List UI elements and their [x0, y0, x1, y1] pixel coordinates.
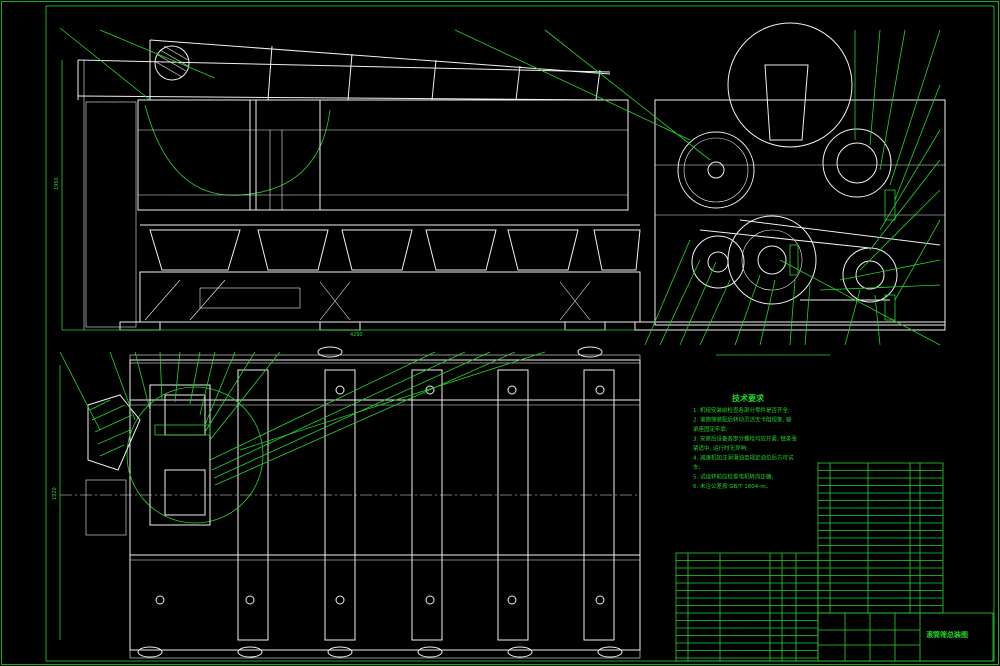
technical-notes: 技术要求 1. 机组安装前检查各部分零件是否齐全; 2. 滚筒筛装配后转动灵活无卡… — [693, 393, 797, 490]
note-line: 承座固定牢靠; — [693, 425, 728, 433]
title-block: 滚筒筛总装图 — [817, 612, 994, 662]
note-line: 4. 减速机加注润滑油至规定油位后方可试 — [693, 454, 794, 462]
note-line: 紧适中, 运行时无异响; — [693, 444, 748, 452]
svg-text:1950: 1950 — [54, 177, 60, 190]
note-line: 车; — [693, 463, 701, 471]
leader-lines — [59, 27, 941, 486]
parts-list-lower — [675, 552, 819, 662]
inlet-hatch-circle — [154, 45, 190, 81]
side-drive-view — [634, 22, 946, 356]
note-line: 2. 滚筒筛装配后转动灵活无卡阻现象, 轴 — [693, 416, 792, 424]
note-line: 6. 未注公差按 GB/T 1804-m。 — [693, 482, 771, 490]
plan-view: 1920 — [52, 346, 641, 659]
drawing-title: 滚筒筛总装图 — [926, 630, 968, 639]
inner-frame — [45, 5, 995, 662]
note-line: 5. 试运转前应检查电机转向正确; — [693, 473, 773, 481]
note-line: 3. 安装后设备各部分螺栓均应拧紧, 链条张 — [693, 435, 797, 443]
svg-text:1920: 1920 — [52, 487, 58, 500]
parts-list-upper — [817, 462, 944, 614]
svg-text:4290: 4290 — [350, 332, 363, 338]
notes-lines: 1. 机组安装前检查各部分零件是否齐全; 2. 滚筒筛装配后转动灵活无卡阻现象, … — [693, 406, 797, 490]
notes-title: 技术要求 — [732, 393, 765, 403]
front-elevation-view: 1950 4290 — [54, 39, 641, 338]
note-line: 1. 机组安装前检查各部分零件是否齐全; — [693, 406, 790, 414]
